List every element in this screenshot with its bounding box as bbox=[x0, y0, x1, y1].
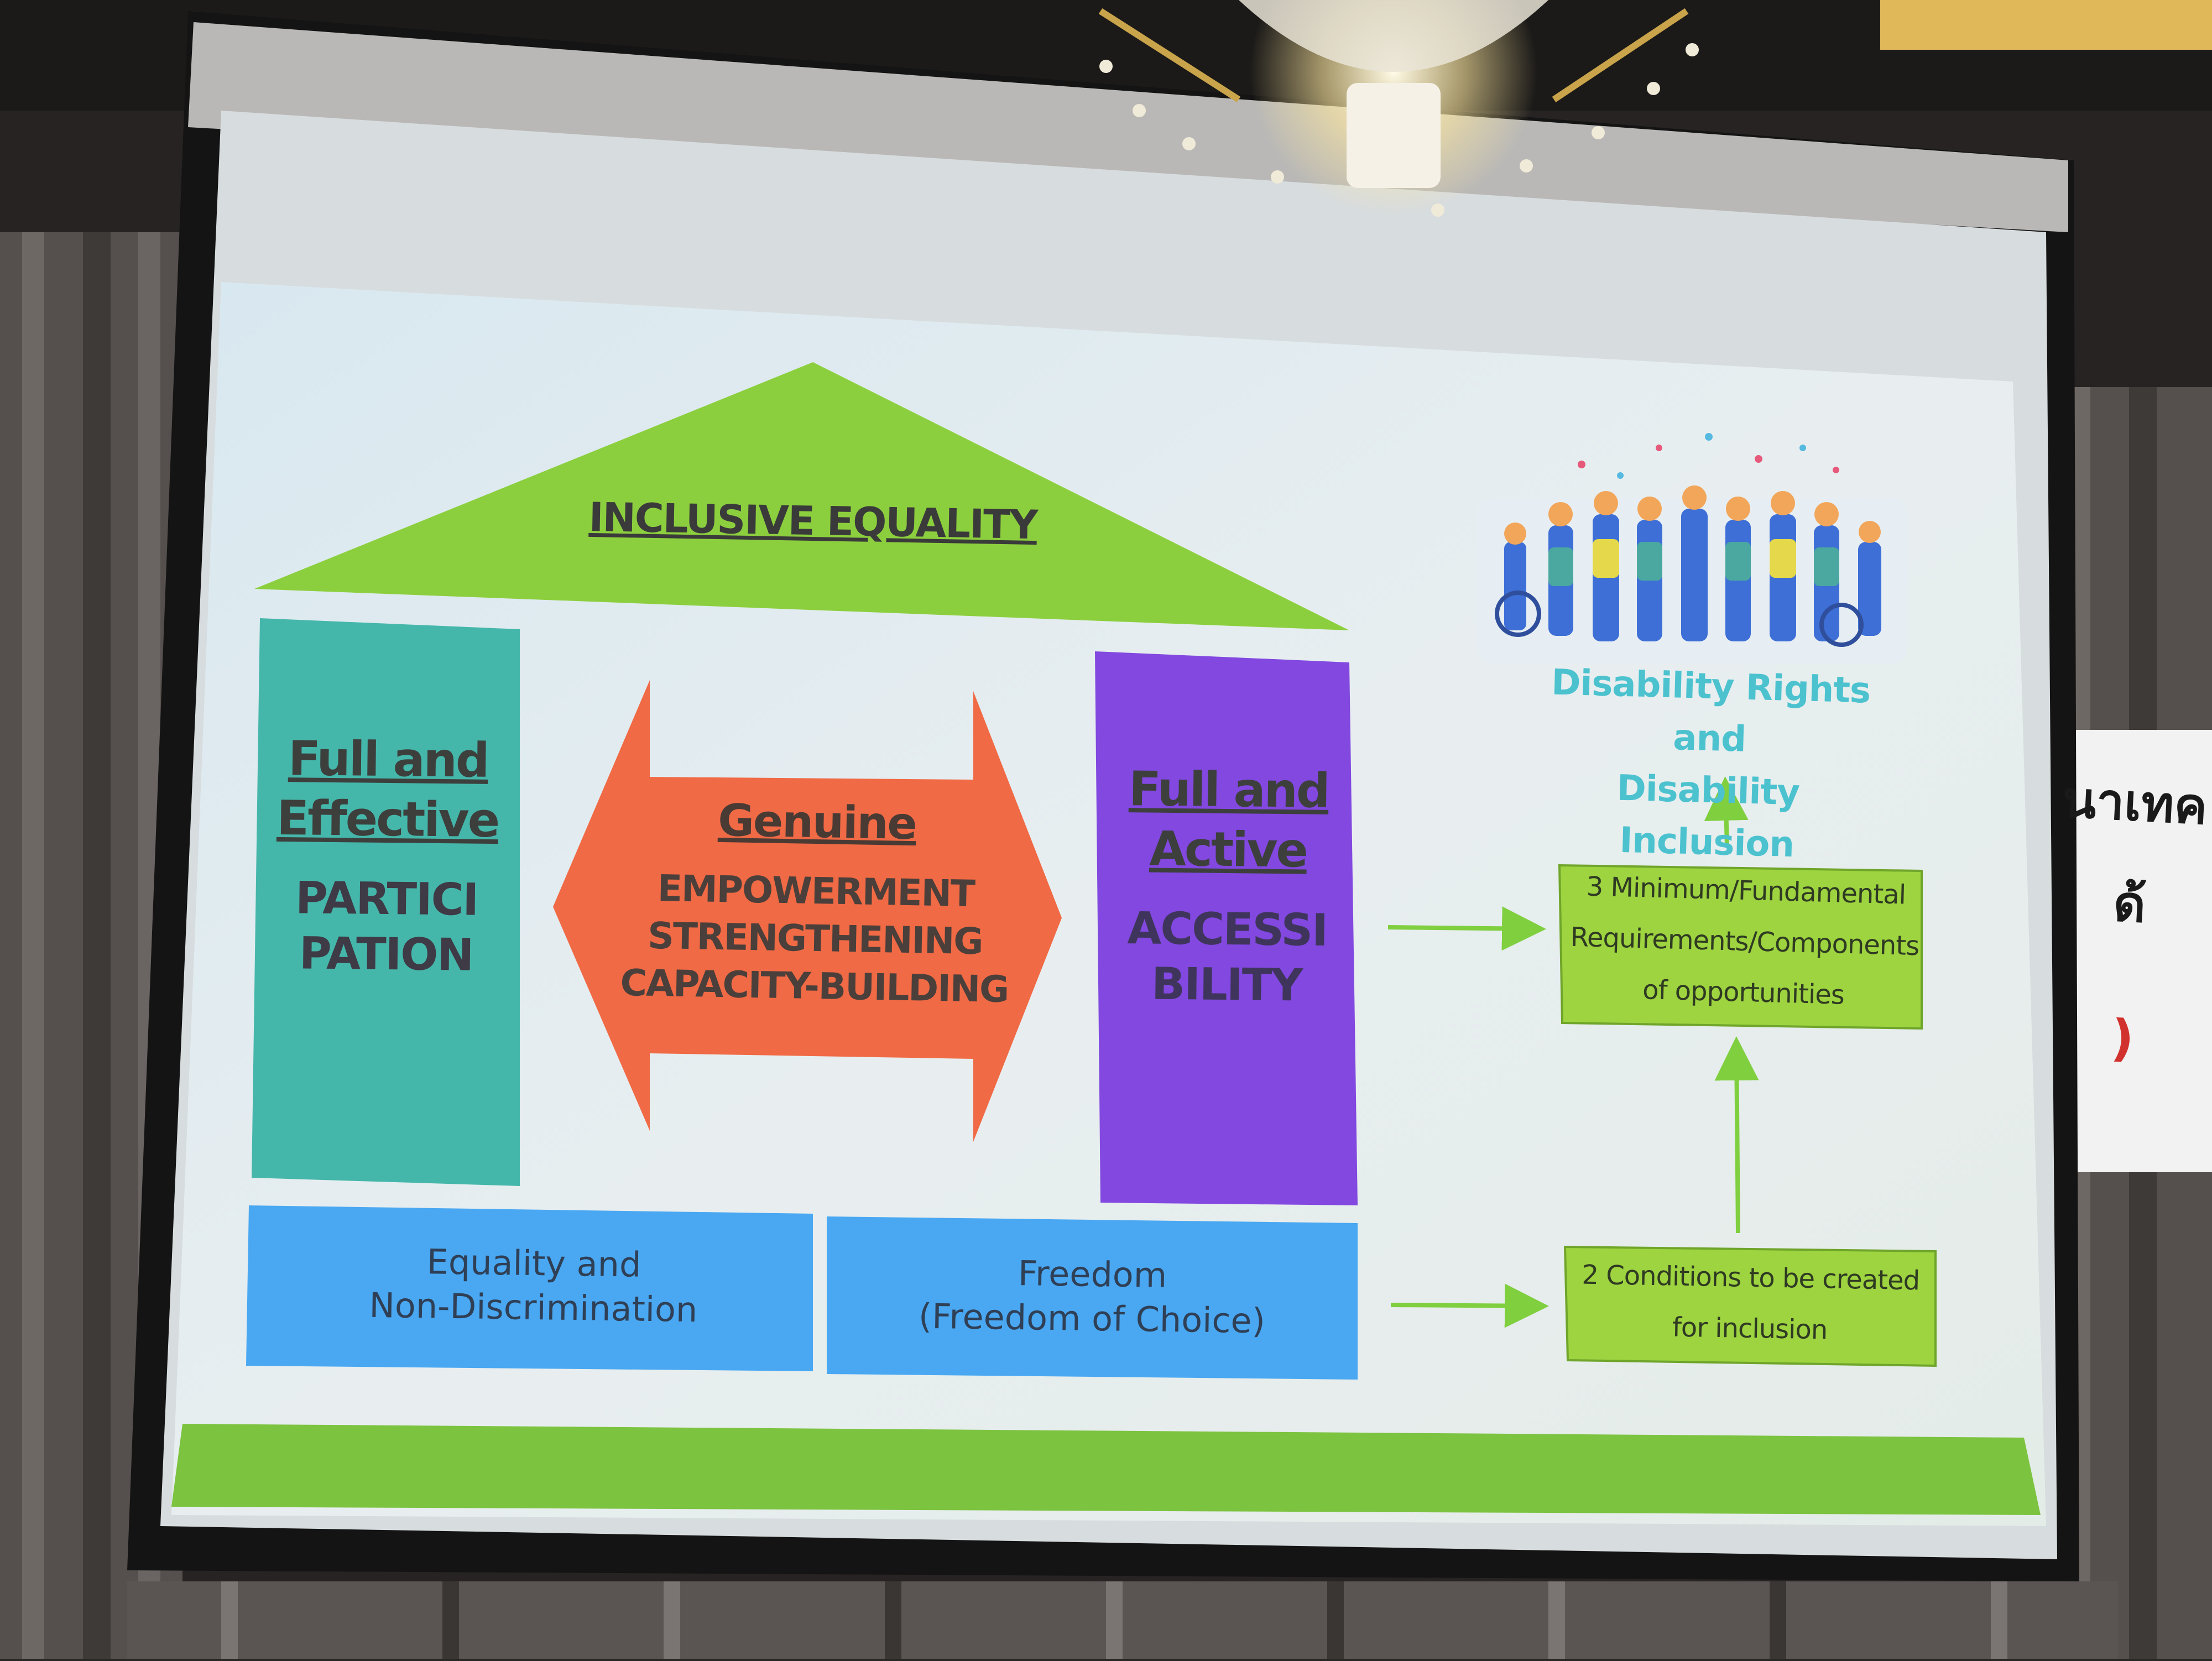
chandelier bbox=[1098, 0, 1699, 217]
right-pillar-heading-2: Active bbox=[1149, 821, 1307, 879]
base-right-box bbox=[827, 1216, 1358, 1380]
left-pillar-heading-1: Full and bbox=[288, 731, 489, 788]
arrow-to-requirements bbox=[1387, 906, 1546, 951]
screen-casing bbox=[188, 22, 2068, 232]
base-right-text: Freedom (Freedom of Choice) bbox=[834, 1249, 1350, 1345]
center-arrow-text: Genuine EMPOWERMENT STRENGTHENING CAPACI… bbox=[601, 792, 1031, 1014]
arrow-conditions-to-requirements bbox=[1714, 1036, 1759, 1234]
outcome-line-1: Disability Rights and bbox=[1551, 662, 1871, 760]
center-arrow-body: EMPOWERMENT STRENGTHENING CAPACITY-BUILD… bbox=[601, 864, 1029, 1014]
wheelchair-icon bbox=[1495, 591, 1541, 637]
requirements-text: 3 Minimum/Fundamental Requirements/Compo… bbox=[1563, 861, 1926, 1023]
bicycle-wheel-icon bbox=[1819, 603, 1864, 647]
left-pillar bbox=[252, 618, 520, 1186]
sign-line-1: นาเทค bbox=[2060, 770, 2209, 837]
center-double-arrow bbox=[553, 680, 1062, 1142]
base-left-box bbox=[246, 1205, 813, 1371]
requirements-line-3: of opportunities bbox=[1642, 974, 1845, 1011]
conditions-line-2: for inclusion bbox=[1672, 1312, 1828, 1346]
arrow-to-outcome bbox=[1704, 776, 1749, 847]
left-pillar-heading-2: Effective bbox=[276, 790, 499, 849]
center-arrow-heading: Genuine bbox=[717, 794, 917, 850]
center-arrow-line-1: EMPOWERMENT bbox=[657, 867, 975, 915]
base-left-text: Equality and Non-Discrimination bbox=[287, 1238, 780, 1333]
sign-line-2: ด้ bbox=[2112, 874, 2147, 934]
outcome-line-2: Disability Inclusion bbox=[1616, 767, 1800, 866]
base-left-line-2: Non-Discrimination bbox=[369, 1284, 698, 1330]
diverse-crowd-celebrating-icon bbox=[1477, 433, 1908, 664]
requirements-line-2: Requirements/Components bbox=[1570, 921, 1919, 962]
conditions-text: 2 Conditions to be created for inclusion bbox=[1567, 1249, 1933, 1357]
right-pillar-body-2: BILITY bbox=[1151, 958, 1302, 1011]
left-pillar-text: Full and Effective PARTICI PATION bbox=[259, 729, 516, 984]
right-pillar bbox=[1095, 651, 1358, 1205]
sign-line-3: ) bbox=[2110, 1009, 2136, 1068]
conditions-line-1: 2 Conditions to be created bbox=[1582, 1259, 1920, 1297]
center-arrow-line-2: STRENGTHENING bbox=[647, 914, 983, 963]
left-pillar-body: PARTICI PATION bbox=[259, 870, 514, 984]
ceiling-light-panel bbox=[1880, 0, 2212, 50]
right-pillar-body: ACCESSI BILITY bbox=[1099, 901, 1355, 1014]
right-pillar-body-1: ACCESSI bbox=[1127, 902, 1328, 956]
requirements-box bbox=[1558, 864, 1923, 1030]
left-pillar-body-1: PARTICI bbox=[295, 872, 478, 926]
left-pillar-body-2: PATION bbox=[299, 927, 473, 981]
right-pillar-heading-1: Full and bbox=[1128, 761, 1329, 819]
base-right-line-2: (Freedom of Choice) bbox=[918, 1296, 1266, 1341]
arrow-to-conditions bbox=[1390, 1283, 1549, 1328]
center-arrow-line-3: CAPACITY-BUILDING bbox=[619, 961, 1009, 1011]
roof-triangle bbox=[254, 362, 1349, 630]
background-sign-text: นาเทค ด้ ) bbox=[2038, 759, 2212, 1072]
outcome-text: Disability Rights and Disability Inclusi… bbox=[1535, 656, 1883, 873]
base-left-line-1: Equality and bbox=[426, 1241, 641, 1285]
footer-bar bbox=[171, 1424, 2041, 1515]
roof-title: INCLUSIVE EQUALITY bbox=[588, 493, 1037, 549]
curtain-bottom bbox=[127, 1581, 2118, 1659]
conditions-box bbox=[1563, 1245, 1937, 1367]
base-right-line-1: Freedom bbox=[1018, 1253, 1167, 1296]
right-pillar-text: Full and Active ACCESSI BILITY bbox=[1099, 759, 1357, 1014]
